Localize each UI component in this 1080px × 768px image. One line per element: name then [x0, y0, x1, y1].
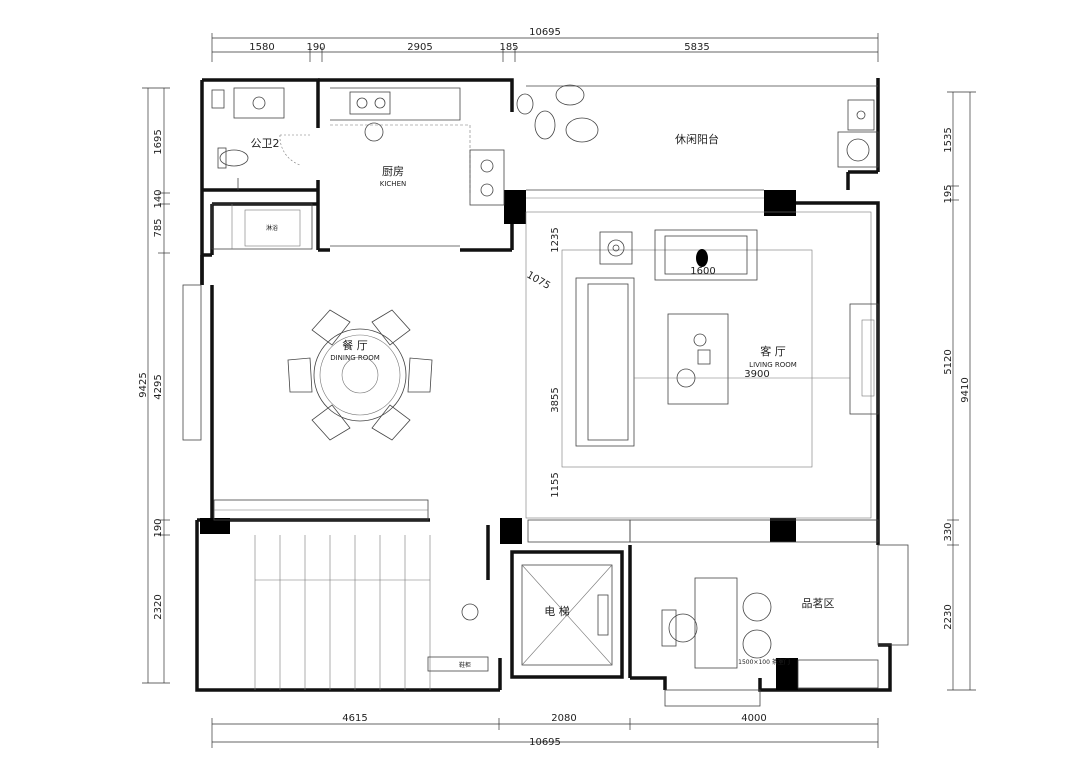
dim-bottom-seg: 4000 [741, 713, 766, 724]
dim-interior: 1600 [690, 266, 715, 277]
kitchen: 厨房 KICHEN [330, 87, 505, 247]
walls [195, 78, 892, 692]
dim-bottom-total: 10695 [529, 737, 561, 748]
dim-left-seg: 140 [153, 189, 164, 208]
dim-interior: 3855 [550, 387, 561, 412]
stair-hall: 鞋柜 [254, 519, 631, 690]
room-label-living: 客 厅 [760, 344, 786, 358]
shower-label: 淋浴 [266, 224, 278, 232]
dim-right-seg: 2230 [943, 604, 954, 629]
dim-left-seg: 4295 [153, 374, 164, 399]
dining-chair-icon [287, 309, 433, 441]
dim-interior: 1075 [524, 270, 552, 292]
room-label-kitchen: 厨房 [382, 165, 404, 178]
elevator: 电 梯 [521, 564, 613, 666]
tea-area: 1500×100 茶室门 品茗区 [629, 519, 909, 707]
dim-right-seg: 330 [943, 522, 954, 541]
dim-top-seg: 1580 [249, 42, 274, 53]
dim-right-seg: 5120 [943, 349, 954, 374]
dim-top-seg: 2905 [407, 42, 432, 53]
room-label-living-en: LIVING ROOM [749, 361, 797, 369]
dim-top-seg: 5835 [684, 42, 709, 53]
tea-note-label: 1500×100 茶室门 [738, 658, 790, 666]
right-dimensions: 1535 195 5120 330 2230 9410 [943, 91, 976, 691]
room-label-balcony: 休闲阳台 [675, 132, 719, 146]
left-dimensions: 9425 1695 140 785 4295 190 2320 [138, 87, 170, 684]
dim-bottom-seg: 2080 [551, 713, 576, 724]
dim-left-seg: 1695 [153, 129, 164, 154]
room-label-tea: 品茗区 [802, 597, 835, 610]
room-label-dining: 餐 厅 [342, 338, 368, 352]
dim-top-total: 10695 [529, 27, 561, 38]
room-label-kitchen-en: KICHEN [380, 180, 406, 188]
dim-bottom-seg: 4615 [342, 713, 367, 724]
balcony: 休闲阳台 [516, 84, 879, 199]
dim-left-seg: 190 [153, 518, 164, 537]
room-label-elevator: 电 梯 [544, 605, 570, 618]
dim-interior: 1155 [550, 472, 561, 497]
dim-right-seg: 195 [943, 184, 954, 203]
dim-interior: 3900 [744, 369, 769, 380]
dim-interior: 1235 [550, 227, 561, 252]
dim-right-seg: 1535 [943, 127, 954, 152]
plant-icon [516, 84, 599, 143]
dining-room: 餐 厅 DINING ROOM [182, 284, 433, 521]
dim-left-seg: 785 [153, 218, 164, 237]
room-label-dining-en: DINING ROOM [330, 354, 380, 362]
room-label-bathroom: 公卫2 [251, 137, 280, 150]
living-room: 1235 1075 1600 3900 3855 1155 客 厅 LIVING… [524, 211, 879, 519]
dim-right-total: 9410 [960, 377, 971, 402]
dim-top-seg: 185 [499, 42, 518, 53]
dim-left-total: 9425 [138, 372, 149, 397]
bottom-dimensions: 4615 2080 4000 10695 [211, 713, 879, 748]
dim-left-seg: 2320 [153, 594, 164, 619]
columns [200, 190, 798, 690]
top-dimensions: 10695 1580 190 2905 185 5835 [211, 27, 879, 62]
dim-top-seg: 190 [306, 42, 325, 53]
shoe-cabinet-label: 鞋柜 [459, 661, 471, 669]
bathroom: 淋浴 公卫2 [211, 87, 313, 250]
